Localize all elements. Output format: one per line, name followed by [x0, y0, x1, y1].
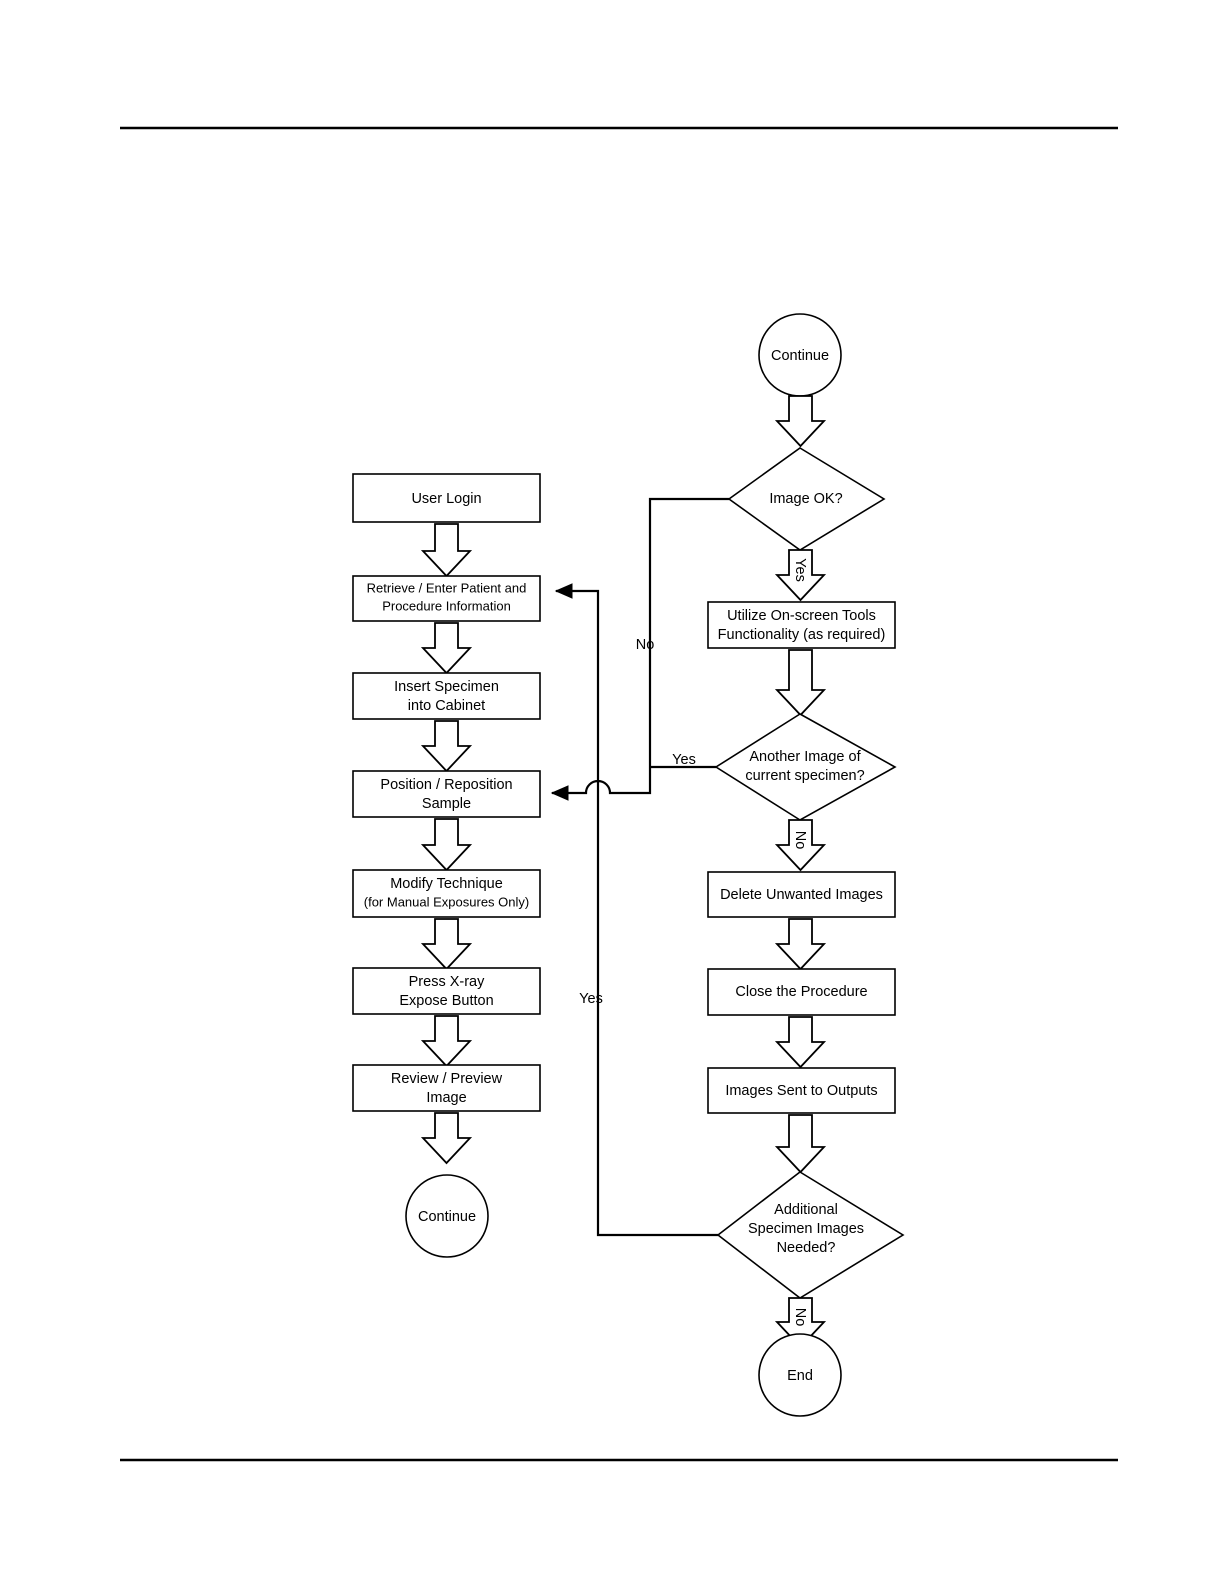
arrow-review-to-continue: [420, 1112, 473, 1165]
node-another-label-line2: current specimen?: [745, 768, 864, 784]
node-another-image[interactable]: Another Image of current specimen?: [714, 713, 897, 821]
node-insert-specimen[interactable]: Insert Specimen into Cabinet: [352, 672, 541, 720]
node-continue-left-label: Continue: [418, 1209, 476, 1225]
node-press-xray[interactable]: Press X-ray Expose Button: [352, 967, 541, 1015]
node-modify-label-line2: (for Manual Exposures Only): [364, 894, 529, 909]
node-image-ok-label: Image OK?: [769, 491, 842, 507]
edge-merge-to-position: [550, 779, 612, 801]
edge-additional-yes: [554, 583, 718, 1237]
arrow-close-to-images-sent: [774, 1016, 827, 1069]
node-close-procedure-label: Close the Procedure: [735, 984, 867, 1000]
edge-image-ok-no: [612, 497, 729, 795]
node-review-label-line1: Review / Preview: [391, 1071, 503, 1087]
node-press-label-line1: Press X-ray: [409, 974, 485, 990]
node-continue-right[interactable]: Continue: [758, 313, 842, 397]
node-end[interactable]: End: [758, 1333, 842, 1417]
node-another-label-line1: Another Image of: [749, 749, 861, 765]
arrowhead-retrieve-box: [554, 583, 573, 599]
node-utilize-label-line2: Functionality (as required): [718, 627, 886, 643]
node-continue-right-label: Continue: [771, 348, 829, 364]
edge-label-additional-no: No: [792, 1308, 808, 1327]
edge-label-image-ok-no: No: [636, 637, 655, 653]
arrow-user-login-to-retrieve: [420, 523, 473, 578]
node-insert-label-line1: Insert Specimen: [394, 679, 499, 695]
node-review-label-line2: Image: [426, 1090, 466, 1106]
arrow-modify-to-press: [420, 918, 473, 971]
node-retrieve-label-line1: Retrieve / Enter Patient and: [367, 580, 527, 595]
edge-label-image-ok-yes: Yes: [792, 558, 808, 582]
arrow-position-to-modify: [420, 818, 473, 872]
node-utilize-tools[interactable]: Utilize On-screen Tools Functionality (a…: [707, 601, 896, 649]
node-press-label-line2: Expose Button: [399, 993, 493, 1009]
node-user-login-label: User Login: [411, 491, 481, 507]
arrow-utilize-to-another: [774, 649, 827, 717]
arrow-another-no: No: [774, 819, 827, 872]
node-images-sent-label: Images Sent to Outputs: [725, 1083, 877, 1099]
arrow-insert-to-position: [420, 720, 473, 773]
arrow-delete-to-close: [774, 918, 827, 971]
node-delete-unwanted[interactable]: Delete Unwanted Images: [707, 871, 896, 918]
node-position-label-line2: Sample: [422, 796, 471, 812]
edge-label-another-no: No: [792, 831, 808, 850]
node-continue-left[interactable]: Continue: [405, 1174, 489, 1258]
node-insert-label-line2: into Cabinet: [408, 698, 485, 714]
node-modify-label-line1: Modify Technique: [390, 876, 503, 892]
arrow-press-to-review: [420, 1015, 473, 1068]
node-end-label: End: [787, 1368, 813, 1384]
node-additional-label-line1: Additional: [774, 1202, 838, 1218]
node-position-label-line1: Position / Reposition: [380, 777, 512, 793]
arrow-continue-to-image-ok: [774, 395, 827, 448]
node-position-reposition[interactable]: Position / Reposition Sample: [352, 770, 541, 818]
node-image-ok[interactable]: Image OK?: [727, 447, 886, 551]
node-close-procedure[interactable]: Close the Procedure: [707, 968, 896, 1016]
arrowhead-position-box: [550, 785, 569, 801]
node-additional-label-line3: Needed?: [777, 1240, 836, 1256]
arrow-image-ok-yes: Yes: [774, 549, 827, 602]
node-additional-label-line2: Specimen Images: [748, 1221, 864, 1237]
edge-label-another-yes: Yes: [672, 752, 696, 768]
node-utilize-label-line1: Utilize On-screen Tools: [727, 608, 876, 624]
arrow-images-sent-to-additional: [774, 1114, 827, 1174]
node-retrieve-label-line2: Procedure Information: [382, 598, 511, 613]
arrow-additional-no: No: [774, 1297, 827, 1349]
node-modify-technique[interactable]: Modify Technique (for Manual Exposures O…: [352, 869, 541, 918]
edge-label-additional-yes: Yes: [579, 991, 603, 1007]
node-review-preview[interactable]: Review / Preview Image: [352, 1064, 541, 1112]
node-delete-unwanted-label: Delete Unwanted Images: [720, 887, 883, 903]
node-additional-specimen[interactable]: Additional Specimen Images Needed?: [716, 1171, 905, 1299]
arrow-retrieve-to-insert: [420, 622, 473, 675]
node-user-login[interactable]: User Login: [352, 473, 541, 523]
node-retrieve-enter-patient[interactable]: Retrieve / Enter Patient and Procedure I…: [352, 575, 541, 622]
node-images-sent[interactable]: Images Sent to Outputs: [707, 1067, 896, 1114]
